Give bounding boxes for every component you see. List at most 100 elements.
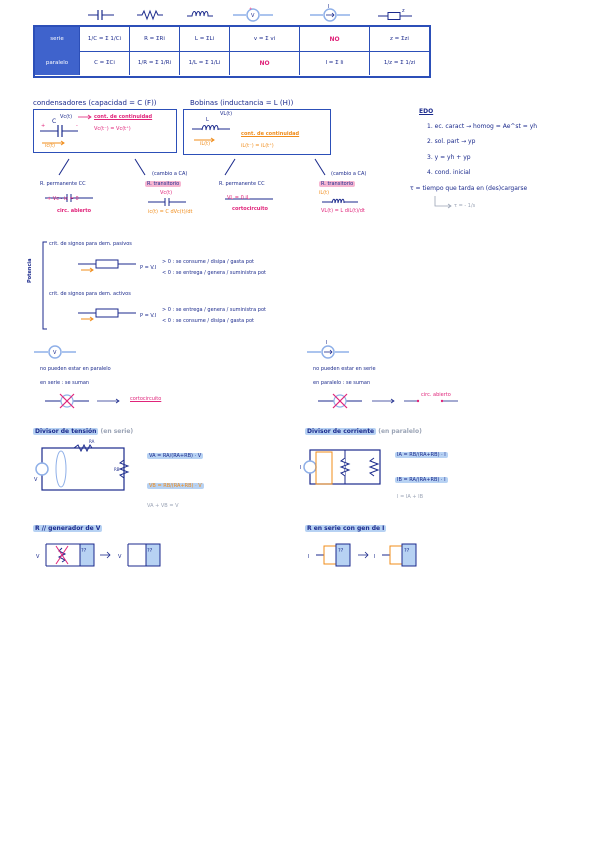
active-resistor-icon (78, 308, 136, 322)
cell-resistor-series: R = ΣRi (129, 27, 179, 51)
voltage-divider-circuit: V RA RB (34, 439, 130, 491)
cell-impedance-series: z = Σzi (369, 27, 429, 51)
edo-title: EDO (419, 108, 434, 115)
ind-l-label: L (206, 117, 209, 123)
regime-cap-trans-title: R. transitorio (145, 181, 182, 187)
svg-text:I: I (328, 4, 329, 10)
vdiv-vb: VB = RB/(RA+RB) · V (147, 483, 204, 489)
inductors-title: Bobinas (inductancia = L (H)) (190, 99, 294, 107)
cell-isource-parallel: I = Σ Ii (299, 51, 369, 75)
idiv-title-text: Divisor de corriente (305, 428, 377, 435)
edo-step-4: 4. cond. inicial (427, 169, 471, 176)
capacitor-small-icon (148, 198, 186, 206)
passive-resistor-icon (78, 259, 136, 273)
regime-ind-trans-title: R. transitorio (319, 181, 356, 187)
gen-v-diagram: V V (36, 543, 161, 567)
cell-inductor-parallel: 1/L = Σ 1/Li (179, 51, 229, 75)
regime-ind-perm-eq: VL = 0 iL (227, 195, 250, 201)
vdiv-title-text: Divisor de tensión (33, 428, 99, 435)
svg-text:V: V (53, 350, 57, 356)
current-divider-circuit: I (300, 449, 381, 485)
vdiv-paren: (en serie) (100, 428, 134, 435)
isource-crossed-icon (318, 393, 458, 409)
vdiv-va: VA = RA/(RA+RB) · V (147, 453, 204, 459)
edo-step-3: 3. y = yh + yp (427, 154, 471, 161)
regime-ind-perm-sub: cortocircuito (232, 206, 268, 212)
ind-il-label: iL(t) (200, 141, 211, 147)
ind-continuity-eq: iL(t⁻) = iL(t⁺) (241, 143, 274, 149)
vsource-crossed-icon (45, 393, 120, 409)
idiv-ia-text: IA = RB/(RA+RB) · I (395, 452, 448, 458)
svg-text:+: + (249, 6, 252, 11)
cap-vc-label: Vc(t) (60, 114, 73, 120)
cell-inductor-series: L = ΣLi (179, 27, 229, 51)
voltage-source-icon: V (34, 345, 76, 359)
cap-ic-label: ic(t) (45, 143, 55, 149)
regime-cap-perm-title: R. permanente CC (40, 181, 86, 187)
power-brace (42, 241, 47, 330)
svg-text:I: I (374, 554, 375, 560)
idiv-paren: (en paralelo) (378, 428, 422, 435)
idiv-title: Divisor de corriente (en paralelo) (305, 428, 422, 435)
impedance-icon: z (378, 8, 412, 20)
svg-text:RB: RB (114, 467, 120, 472)
vdiv-title: Divisor de tensión (en serie) (33, 428, 133, 435)
cell-capacitor-parallel: C = ΣCi (79, 51, 129, 75)
current-source-icon: I (307, 340, 349, 359)
power-pvi-active: P = V.I (140, 313, 157, 319)
regime-cap-perm-eq: + Vc - ic = 0 (47, 196, 79, 202)
vdiv-vb-text: VB = RB/(RA+RB) · V (147, 483, 204, 489)
isource-note-2: en paralelo : se suman (313, 380, 371, 386)
svg-text:I: I (300, 465, 301, 471)
inductor-box (183, 109, 331, 155)
series-parallel-table: serie 1/C = Σ 1/Ci R = ΣRi L = ΣLi v = Σ… (33, 25, 431, 78)
gen-i-box-1: ?? (338, 548, 344, 554)
capacitor-icon (88, 10, 114, 20)
regime-cap-trans-top: Vc(t) (160, 190, 173, 196)
gen-i-diagram: I I (308, 543, 417, 567)
regime-cap-trans-eq: ic(t) = C dVc(t)/dt (148, 209, 193, 215)
power-pvi-passive: P = V.I (140, 265, 157, 271)
svg-text:z: z (402, 8, 405, 14)
capacitors-title: condensadores (capacidad = C (F)) (33, 99, 157, 107)
svg-text:V: V (118, 554, 122, 560)
ind-continuity: cont. de continuidad (241, 131, 300, 137)
isource-note-1: no pueden estar en serie (313, 366, 376, 372)
cell-capacitor-series: 1/C = Σ 1/Ci (79, 27, 129, 51)
inductor-icon (187, 11, 213, 17)
gen-v-title: R // generador de V (33, 525, 103, 532)
cap-c-label: C (52, 118, 57, 125)
gen-i-box-2: ?? (404, 548, 410, 554)
arrow-bent-icon (434, 196, 452, 209)
regime-ind-trans-eq: VL(t) = L diL(t)/dt (321, 208, 365, 214)
vdiv-sum: VA + VB = V (147, 503, 179, 509)
arrow-right-icon (78, 114, 92, 120)
capacitor-diagram (40, 125, 78, 146)
table-row: paralelo C = ΣCi 1/R = Σ 1/Ri 1/L = Σ 1/… (35, 51, 429, 75)
voltage-source-icon: + V (233, 6, 273, 22)
inductor-small-icon (322, 198, 358, 204)
regime-tag-ind: (cambio a CA) (331, 171, 367, 177)
vsource-result: cortocircuito (130, 396, 162, 402)
svg-text:V: V (34, 477, 38, 483)
gen-i-title: R en serie con gen de I (305, 525, 387, 532)
power-active-neg: < 0 : se consume / disipa / gasta pot (162, 318, 254, 324)
power-active-pos: > 0 : se entrega / genera / suministra p… (162, 307, 266, 313)
regime-tag-cap: (cambio a CA) (152, 171, 188, 177)
svg-text:RA: RA (89, 439, 95, 444)
gen-i-title-text: R en serie con gen de I (305, 525, 387, 532)
isource-result: circ. abierto (421, 392, 451, 398)
regime-ind-perm-title: R. permanente CC (219, 181, 265, 187)
cap-minus: - (76, 123, 78, 129)
edo-tau-eq: τ = - 1/s (454, 203, 476, 209)
cell-impedance-parallel: 1/z = Σ 1/zi (369, 51, 429, 75)
regime-cap-perm-sub: circ. abierto (57, 208, 92, 214)
short-inductor-icon (225, 198, 273, 200)
current-source-icon: I (310, 4, 350, 22)
edo-step-1: 1. ec. caract → homog = Ae^st = yh (427, 123, 538, 130)
vsource-note-1: no pueden estar en paralelo (40, 366, 111, 372)
power-active-title: crit. de signos para dem. activos (49, 291, 131, 297)
cell-vsource-parallel: NO (229, 51, 299, 75)
edo-step-2: 2. sol. part → yp (427, 138, 476, 145)
gen-v-box-2: ?? (147, 548, 153, 554)
